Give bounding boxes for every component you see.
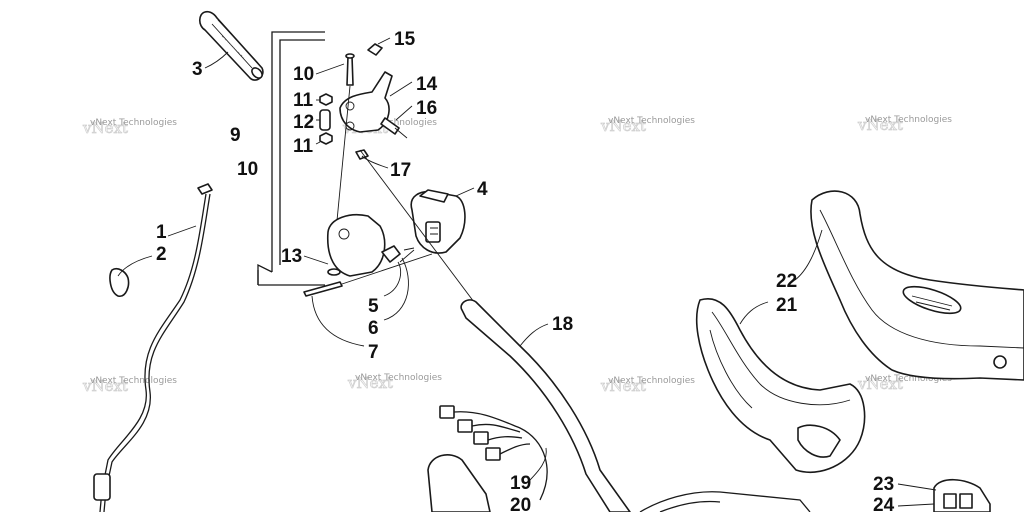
watermark-text: vNext Technologies	[865, 374, 952, 384]
callout-4: 4	[477, 179, 488, 200]
callout-17: 17	[390, 160, 411, 181]
callout-9: 10	[237, 159, 258, 180]
watermark-graphic: vNext	[857, 375, 903, 393]
watermark-graphic: vNext	[600, 117, 646, 135]
callout-23: 23	[873, 474, 894, 495]
callout-21: 21	[776, 295, 798, 316]
watermark-text: vNext Technologies	[865, 115, 952, 125]
callouts: 3 15 10 14 11 16 12 9 11 10 17 4 1 2 13 …	[156, 29, 895, 512]
guide-line	[359, 149, 481, 311]
switch-housing	[410, 189, 466, 254]
watermarks: vNext vNext Technologies vNext vNext Tec…	[82, 115, 953, 395]
callout-7: 7	[368, 342, 379, 363]
callout-11-upper: 11	[293, 90, 314, 111]
watermark-text: vNext Technologies	[350, 118, 437, 128]
callout-6: 6	[368, 318, 379, 339]
watermark-graphic: vNext	[857, 116, 903, 134]
callout-11-lower: 11	[293, 136, 314, 157]
callout-3: 3	[192, 59, 203, 80]
watermark-graphic: vNext	[347, 374, 393, 392]
watermark-text: vNext Technologies	[608, 376, 695, 386]
handlebar-pad-21	[695, 297, 866, 474]
watermark-text: vNext Technologies	[608, 116, 695, 126]
seat	[810, 190, 1024, 381]
callout-16: 16	[416, 98, 437, 119]
watermark-text: vNext Technologies	[355, 373, 442, 383]
callout-19: 19	[510, 473, 531, 494]
throttle-cable	[93, 183, 213, 512]
bracket-lines	[257, 31, 325, 286]
callout-14: 14	[416, 74, 438, 95]
callout-18: 18	[552, 314, 573, 335]
handlebar	[460, 299, 811, 512]
crossbar-pad	[427, 454, 491, 512]
callout-8: 9	[230, 125, 241, 146]
callout-12: 12	[293, 112, 314, 133]
watermark-text: vNext Technologies	[90, 376, 177, 386]
callout-15: 15	[394, 29, 416, 50]
callout-22: 22	[776, 271, 797, 292]
callout-1: 1	[156, 222, 167, 243]
callout-5: 5	[368, 296, 379, 317]
callout-10: 10	[293, 64, 314, 85]
throttle-housing	[303, 214, 433, 297]
callout-2: 2	[156, 244, 167, 265]
brake-lever-assembly	[319, 43, 408, 263]
watermark-graphic: vNext	[82, 377, 128, 395]
switch-23-24	[933, 478, 991, 512]
callout-20: 20	[510, 495, 531, 512]
wire-harness	[439, 405, 548, 501]
watermark-graphic: vNext	[600, 377, 646, 395]
watermark-graphic: vNext	[82, 119, 128, 137]
watermark-text: vNext Technologies	[90, 118, 177, 128]
hand-grip	[198, 10, 264, 81]
callout-13: 13	[281, 246, 302, 267]
leader-lines	[117, 37, 937, 507]
callout-24: 24	[873, 495, 895, 512]
